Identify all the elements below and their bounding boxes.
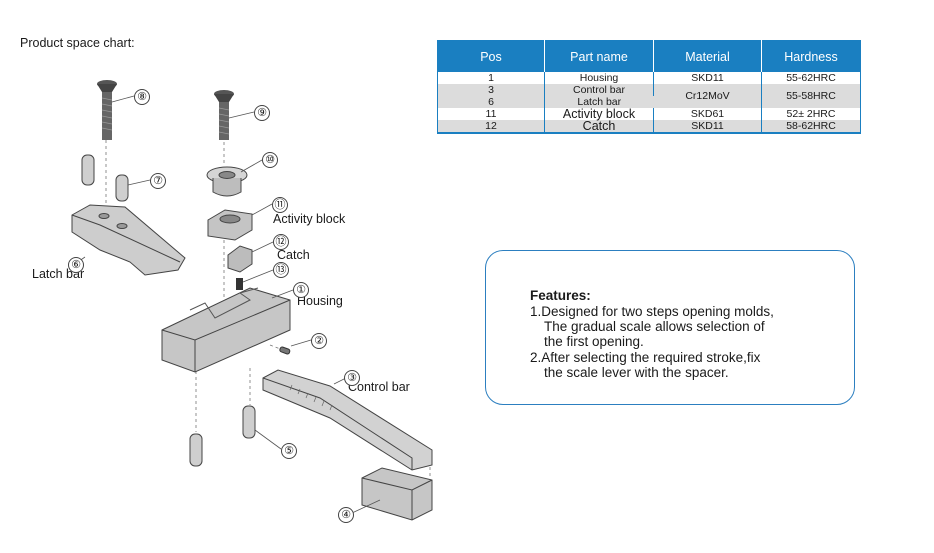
table-header-row: Pos Part name Material Hardness [437,40,861,72]
callout-6: ⑥ [68,257,84,273]
feature-line: the first opening. [544,334,644,349]
page-heading: Product space chart: [20,36,135,50]
cell-material: SKD61 [653,108,762,120]
callout-4: ④ [338,507,354,523]
cell-pos: 6 [437,96,545,108]
table-row: 1 Housing SKD11 55-62HRC [437,72,861,84]
cell-part-name: Control bar [544,84,654,96]
cell-part-name: Latch bar [544,96,654,108]
feature-line: 1.Designed for two steps opening molds, [530,304,774,319]
header-hardness: Hardness [761,40,861,72]
cell-hardness: 58-62HRC [761,120,861,134]
cell-pos: 11 [437,108,545,120]
cell-material: SKD11 [653,120,762,134]
cell-pos: 12 [437,120,545,134]
callout-13: ⑬ [273,262,289,278]
callout-7: ⑦ [150,173,166,189]
callout-3: ③ [344,370,360,386]
label-catch: Catch [277,248,310,262]
exploded-assembly-diagram [71,80,433,521]
screw-9 [214,90,234,140]
cell-pos: 1 [437,72,545,84]
callout-8: ⑧ [134,89,150,105]
cell-material: Cr12MoV [653,84,762,108]
callout-2: ② [311,333,327,349]
cell-part-name: Activity block [544,108,654,120]
callout-5: ⑤ [281,443,297,459]
callout-10: ⑩ [262,152,278,168]
callout-11: ⑪ [272,197,288,213]
table-row: 3 Control bar Cr12MoV 55-58HRC [437,84,861,108]
cell-pos: 3 [437,84,545,96]
features-title: Features: [530,288,591,303]
cell-part-name: Housing [544,72,654,84]
cell-part-name: Catch [544,120,654,134]
label-control-bar: Control bar [348,380,410,394]
feature-line: the scale lever with the spacer. [544,365,729,380]
label-activity-block: Activity block [273,212,346,226]
label-housing: Housing [297,294,343,308]
header-pos: Pos [437,40,545,72]
callout-12: ⑫ [273,234,289,250]
callout-9: ⑨ [254,105,270,121]
cell-hardness: 55-58HRC [761,84,861,108]
screw-8 [97,80,117,140]
table-row: 11 Activity block SKD61 52± 2HRC [437,108,861,120]
header-part-name: Part name [544,40,654,72]
callout-1: ① [293,282,309,298]
table-row: 6 Latch bar [437,96,861,108]
feature-line: The gradual scale allows selection of [544,319,765,334]
material-spec-table: Pos Part name Material Hardness 1 Housin… [437,40,861,134]
header-material: Material [653,40,762,72]
cell-hardness: 55-62HRC [786,72,836,84]
cell-material: SKD11 [653,72,762,84]
feature-line: 2.After selecting the required stroke,fi… [530,350,761,365]
features-box: Features: 1.Designed for two steps openi… [485,250,855,405]
table-row: 12 Catch SKD11 58-62HRC [437,120,861,134]
cell-hardness: 52± 2HRC [786,108,836,120]
